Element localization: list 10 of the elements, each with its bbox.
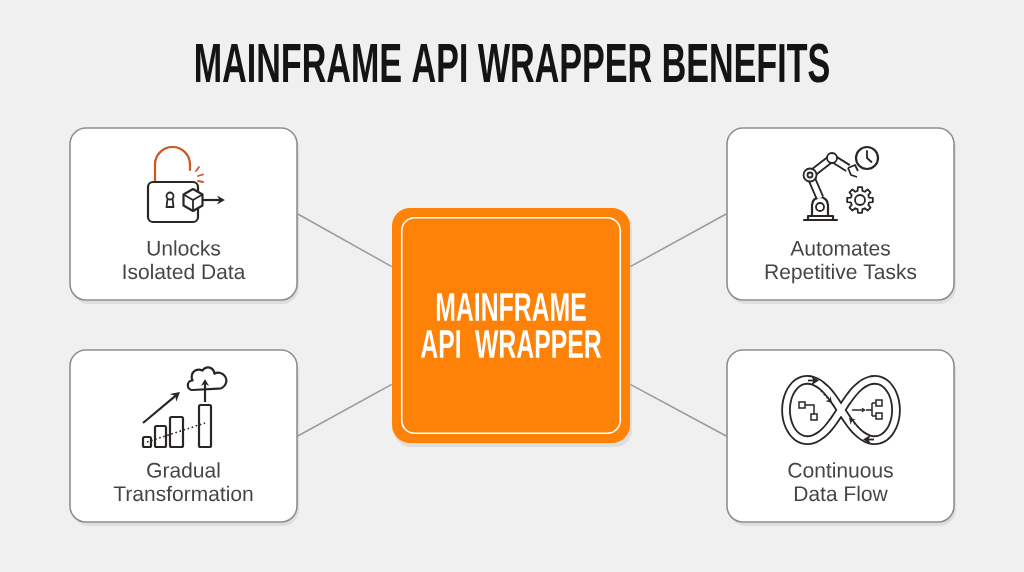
connector-line bbox=[629, 213, 727, 268]
title: MAINFRAME API WRAPPER BENEFITS bbox=[196, 43, 829, 83]
benefit-card: Automates Repetitive Tasks bbox=[726, 127, 956, 304]
connector-line bbox=[629, 383, 727, 437]
benefit-card: Unlocks Isolated Data bbox=[69, 127, 299, 304]
center-box: MAINFRAME API WRAPPER bbox=[392, 208, 632, 447]
connector-line bbox=[297, 213, 393, 268]
benefit-card: Continuous Data Flow bbox=[726, 349, 956, 526]
connector-line bbox=[297, 383, 393, 437]
benefit-card: Gradual Transformation bbox=[69, 349, 299, 526]
